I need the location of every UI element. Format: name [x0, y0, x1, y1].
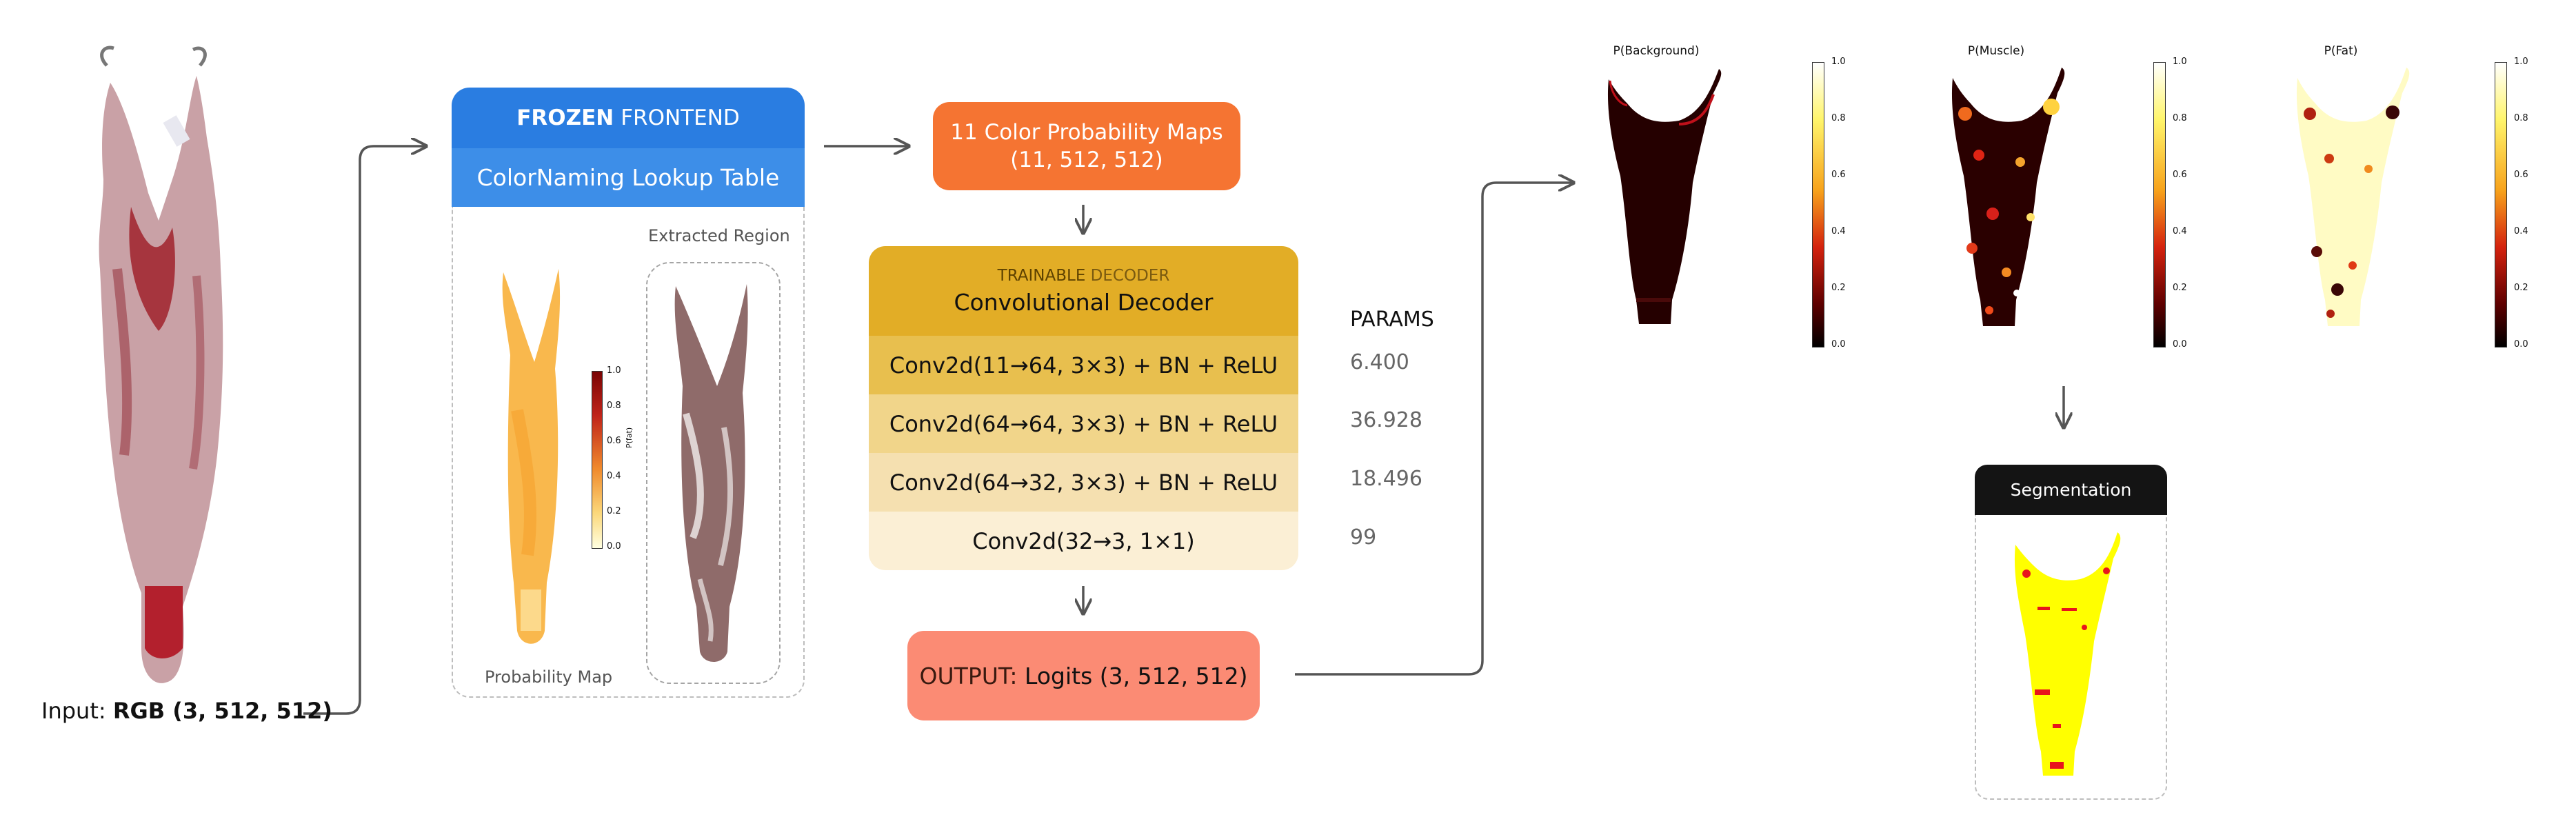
colorbar-tick: 0.2: [2514, 283, 2528, 293]
colorbar-tick: 0.0: [2514, 339, 2528, 350]
input-carcass-image: [99, 46, 223, 683]
frontend-colorbar-tick: 1.0: [607, 365, 621, 376]
decoder-layer-row: Conv2d(64→64, 3×3) + BN + ReLU: [869, 394, 1298, 453]
params-header: PARAMS: [1350, 307, 1434, 332]
colorbar-tick: 1.0: [1831, 57, 1846, 67]
color-probability-maps-box: 11 Color Probability Maps (11, 512, 512): [933, 102, 1240, 190]
colorbar-background: [1812, 62, 1824, 347]
colorbar-tick: 0.0: [1831, 339, 1846, 350]
colorbar-tick: 0.4: [2514, 226, 2528, 236]
decoder-title: Convolutional Decoder: [954, 288, 1214, 316]
colorbar-muscle: [2153, 62, 2166, 347]
decoder-layer-row: Conv2d(64→32, 3×3) + BN + ReLU: [869, 453, 1298, 512]
prob-map-background-image: [1607, 69, 1722, 324]
output-logits-box: OUTPUT: Logits (3, 512, 512): [907, 631, 1260, 720]
param-count: 18.496: [1350, 467, 1422, 491]
param-count: 6.400: [1350, 350, 1409, 374]
prob-map-title-fat: P(Fat): [2324, 44, 2358, 58]
colorbar-tick: 0.6: [1831, 170, 1846, 180]
segmentation-panel: [1975, 515, 2167, 800]
color-maps-shape: (11, 512, 512): [1010, 148, 1163, 172]
frontend-colorbar-tick: 0.4: [607, 471, 621, 481]
fat-probability-map-image: [502, 269, 561, 644]
prob-map-title-muscle: P(Muscle): [1967, 44, 2025, 58]
colorbar-tick: 1.0: [2173, 57, 2187, 67]
decoder-subtitle: TRAINABLE DECODER: [997, 266, 1170, 285]
frontend-colorbar-tick: 0.6: [607, 436, 621, 446]
extracted-region-frame: [646, 262, 781, 684]
frontend-header-light: FRONTEND: [621, 105, 740, 130]
colorbar-tick: 0.2: [2173, 283, 2187, 293]
param-count: 99: [1350, 525, 1377, 549]
extracted-region-image: [674, 284, 748, 662]
frontend-colorbar: [592, 371, 603, 549]
colorbar-tick: 0.6: [2514, 170, 2528, 180]
frontend-header-strong: FROZEN: [516, 105, 614, 130]
prob-map-fat-image: [2296, 68, 2410, 326]
frontend-colorbar-tick: 0.0: [607, 541, 621, 552]
colorbar-tick: 1.0: [2514, 57, 2528, 67]
arrow-output-to-probmaps: [1295, 183, 1573, 676]
prob-map-title-background: P(Background): [1613, 44, 1700, 58]
frontend-colorbar-tick: 0.2: [607, 506, 621, 516]
decoder-layer-row: Conv2d(32→3, 1×1): [869, 512, 1298, 570]
frozen-frontend-header: FROZEN FRONTEND: [452, 88, 805, 148]
extracted-region-caption: Extracted Region: [648, 226, 790, 245]
colornaming-lut-bar: ColorNaming Lookup Table: [452, 148, 805, 207]
probability-map-caption: Probability Map: [485, 667, 613, 687]
frontend-colorbar-label: P(fat): [625, 427, 634, 448]
frontend-colorbar-tick: 0.8: [607, 401, 621, 411]
colorbar-tick: 0.2: [1831, 283, 1846, 293]
prob-map-muscle-image: [1951, 68, 2065, 326]
segmentation-mask-image: [2014, 532, 2121, 776]
colorbar-tick: 0.6: [2173, 170, 2187, 180]
colorbar-tick: 0.0: [2173, 339, 2187, 350]
colorbar-fat: [2495, 62, 2507, 347]
frontend-panel: [452, 207, 805, 698]
colorbar-tick: 0.4: [1831, 226, 1846, 236]
input-label: Input: RGB (3, 512, 512): [41, 698, 332, 724]
colorbar-tick: 0.8: [1831, 113, 1846, 123]
colorbar-tick: 0.8: [2514, 113, 2528, 123]
colorbar-tick: 0.8: [2173, 113, 2187, 123]
segmentation-header: Segmentation: [1975, 465, 2167, 515]
arrow-input-to-frontend: [303, 146, 426, 715]
decoder-layer-row: Conv2d(11→64, 3×3) + BN + ReLU: [869, 336, 1298, 394]
param-count: 36.928: [1350, 408, 1422, 432]
colorbar-tick: 0.4: [2173, 226, 2187, 236]
color-maps-title: 11 Color Probability Maps: [950, 119, 1223, 145]
decoder-header: TRAINABLE DECODER Convolutional Decoder: [869, 246, 1298, 336]
